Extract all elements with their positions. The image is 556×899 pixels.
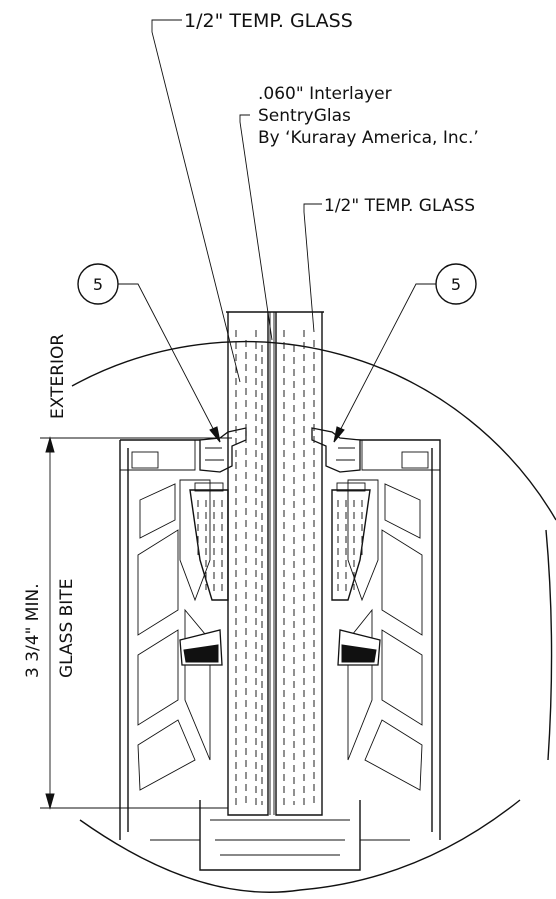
leader-glass-right [303,203,322,333]
label-exterior: EXTERIOR [48,334,68,419]
glass-bite-dimension [40,436,232,810]
gasket-left [199,427,247,473]
callout-5-right-number: 5 [451,275,461,294]
label-glass-right: 1/2" TEMP. GLASS [324,196,475,216]
aluminum-base-channel [119,439,441,871]
callout-5-left-number: 5 [93,275,103,294]
leader-glass-top [151,19,241,383]
arrowhead-right [333,426,345,443]
label-interlayer-line2: SentryGlas [258,106,351,126]
laminated-glass-panel [226,311,324,816]
label-dimension-line1: 3 3/4" MIN. [23,583,43,678]
label-interlayer-line1: .060" Interlayer [258,84,392,104]
label-glass-top: 1/2" TEMP. GLASS [184,10,353,32]
label-interlayer-line3: By ‘Kuraray America, Inc.’ [258,128,479,148]
label-dimension-line2: GLASS BITE [57,579,77,678]
wedge-system-right [331,482,381,666]
leader-interlayer [239,114,273,341]
callout-5-left: 5 [77,263,119,305]
wedge-system-left [179,482,229,666]
detail-circle-boundary-bottom [79,799,521,893]
detail-circle-boundary [71,340,556,521]
callout-5-right: 5 [435,263,477,305]
leader-callout-right [333,283,436,443]
leader-callout-left [118,283,221,443]
detail-circle-boundary-right [545,529,553,761]
